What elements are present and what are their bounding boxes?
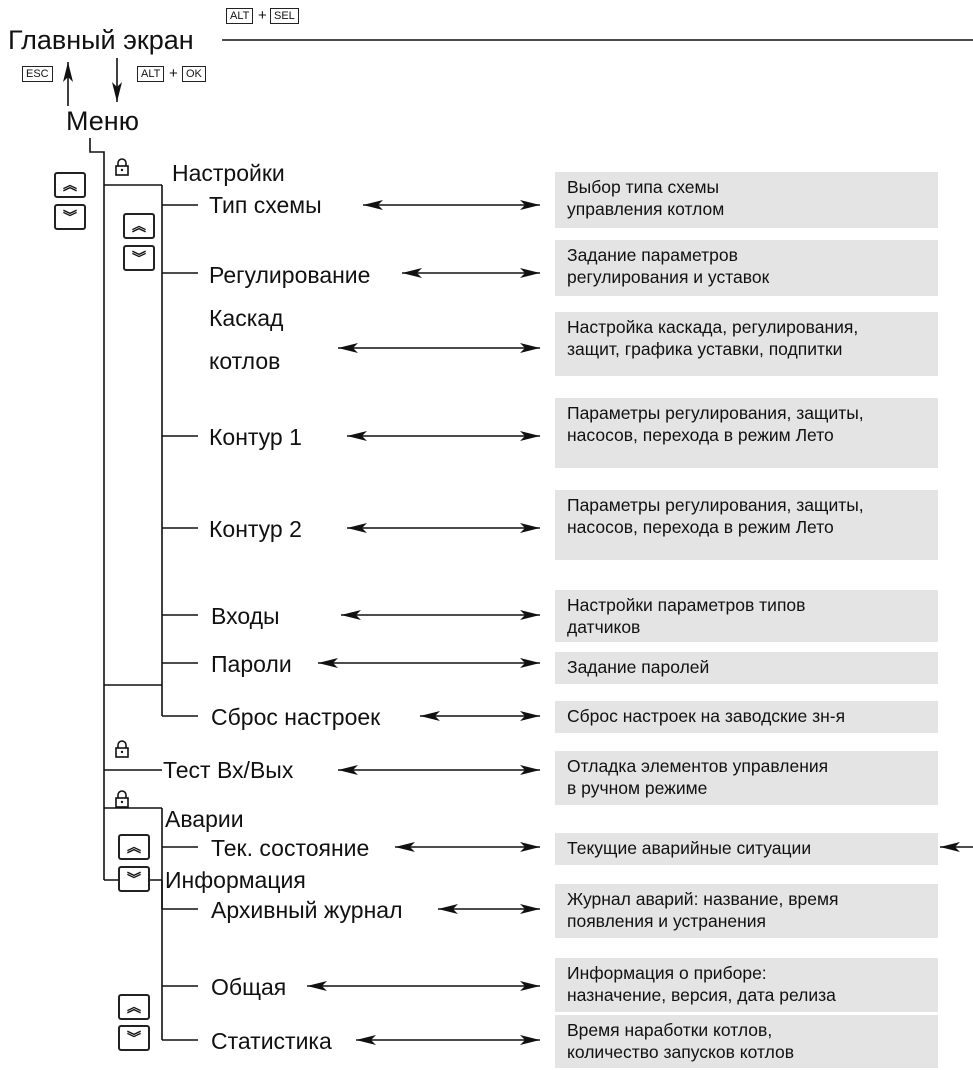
- desc-statistics: Время наработки котлов, количество запус…: [555, 1015, 938, 1068]
- item-passwords: Пароли: [211, 651, 292, 677]
- desc-test-io: Отладка элементов управления в ручном ре…: [555, 751, 938, 805]
- lock-icon: [115, 158, 129, 176]
- group-info: Информация: [165, 867, 306, 893]
- esc-key: ESC: [22, 66, 53, 82]
- item-circuit-1: Контур 1: [209, 424, 302, 450]
- chevron-double-up-icon: ︽: [54, 172, 86, 198]
- desc-passwords: Задание паролей: [555, 652, 938, 684]
- chevron-double-down-icon: ︾: [118, 1025, 150, 1051]
- item-scheme-type: Тип схемы: [209, 192, 322, 218]
- item-statistics: Статистика: [211, 1028, 332, 1054]
- item-current-state: Тек. состояние: [211, 835, 370, 861]
- chevron-double-down-icon: ︾: [123, 245, 155, 271]
- item-cascade-line-2: котлов: [209, 348, 281, 374]
- item-archive-log: Архивный журнал: [211, 897, 403, 923]
- item-cascade-line-1: Каскад: [209, 305, 284, 331]
- desc-current-state: Текущие аварийные ситуации: [555, 833, 938, 865]
- desc-scheme-type: Выбор типа схемы управления котлом: [555, 172, 938, 228]
- item-general: Общая: [211, 974, 287, 1000]
- alt-key: ALT: [137, 66, 165, 82]
- desc-cascade: Настройка каскада, регулирования, защит,…: [555, 312, 938, 376]
- item-reset: Сброс настроек: [211, 704, 381, 730]
- chevron-double-up-icon: ︽: [118, 994, 150, 1020]
- main-screen-label: Главный экран: [8, 25, 194, 55]
- ok-key: OK: [182, 66, 206, 82]
- desc-archive-log: Журнал аварий: название, время появления…: [555, 884, 938, 938]
- group-settings: Настройки: [172, 160, 285, 186]
- desc-inputs: Настройки параметров типов датчиков: [555, 590, 938, 642]
- plus-sign: +: [169, 65, 178, 82]
- item-circuit-2: Контур 2: [209, 516, 302, 542]
- item-regulation: Регулирование: [209, 262, 371, 288]
- plus-sign: +: [258, 7, 267, 24]
- menu-label: Меню: [66, 106, 139, 136]
- desc-general: Информация о приборе: назначение, версия…: [555, 958, 938, 1012]
- desc-circuit-2: Параметры регулирования, защиты, насосов…: [555, 490, 938, 560]
- chevron-double-down-icon: ︾: [118, 866, 150, 892]
- desc-circuit-1: Параметры регулирования, защиты, насосов…: [555, 398, 938, 468]
- menu-trunk: [89, 138, 105, 685]
- desc-regulation: Задание параметров регулирования и устав…: [555, 240, 938, 296]
- item-inputs: Входы: [211, 603, 280, 629]
- chevron-double-down-icon: ︾: [54, 204, 86, 230]
- sel-key: SEL: [270, 8, 299, 24]
- group-test-io: Тест Вх/Вых: [163, 757, 294, 783]
- chevron-double-up-icon: ︽: [123, 213, 155, 239]
- lock-icon: [115, 790, 129, 808]
- lock-icon: [115, 740, 129, 758]
- chevron-double-up-icon: ︽: [118, 834, 150, 860]
- desc-reset: Сброс настроек на заводские зн-я: [555, 701, 938, 733]
- group-alarms: Аварии: [165, 806, 244, 832]
- alt-key: ALT: [226, 8, 254, 24]
